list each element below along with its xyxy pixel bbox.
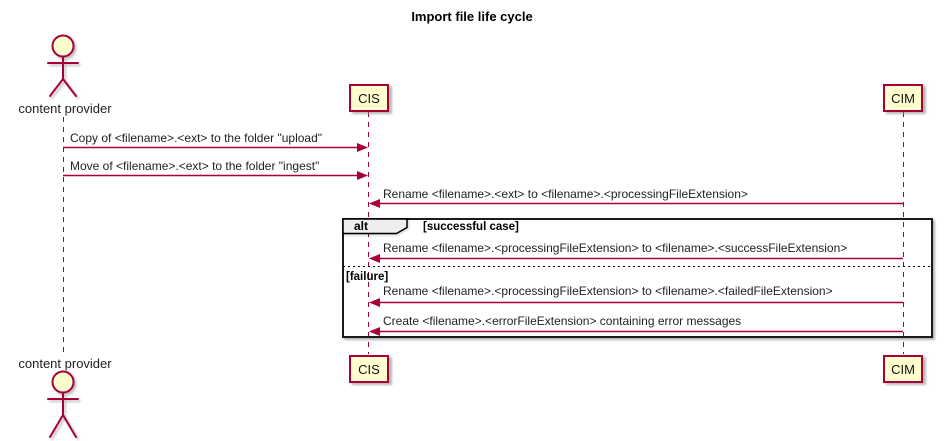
actor-icon [47,370,79,438]
participant-cis-bottom: CIS [349,355,389,383]
guard-successful-case: [successful case] [423,221,519,233]
actor-head [51,370,75,394]
message-label-6: Create <filename>.<errorFileExtension> c… [383,314,742,328]
participant-cim-bottom: CIM [883,355,923,383]
actor-head [51,34,75,58]
message-arrow-2 [63,171,368,180]
message-label-5: Rename <filename>.<processingFileExtensi… [383,284,833,298]
message-label-1: Copy of <filename>.<ext> to the folder "… [70,131,323,145]
message-label-2: Move of <filename>.<ext> to the folder "… [70,159,320,173]
participant-cis-top: CIS [349,84,389,112]
message-arrow-3 [369,199,903,208]
alt-frame [342,218,933,338]
guard-failure: [failure] [346,271,389,283]
message-arrow-5 [369,298,903,307]
diagram-title: Import file life cycle [411,9,533,24]
actor-body [47,55,79,97]
actor-icon [47,34,79,97]
message-label-4: Rename <filename>.<processingFileExtensi… [383,241,848,255]
message-arrow-4 [369,254,903,263]
actor-label-bottom: content provider [18,356,112,371]
alt-operator-label: alt [354,219,369,233]
participant-cim-top: CIM [883,84,923,112]
actor-body [47,391,79,438]
alt-tab [342,218,408,235]
message-label-3: Rename <filename>.<ext> to <filename>.<p… [383,187,748,201]
actor-label-top: content provider [18,101,112,116]
message-arrow-6 [369,327,903,336]
message-arrow-1 [63,143,368,152]
